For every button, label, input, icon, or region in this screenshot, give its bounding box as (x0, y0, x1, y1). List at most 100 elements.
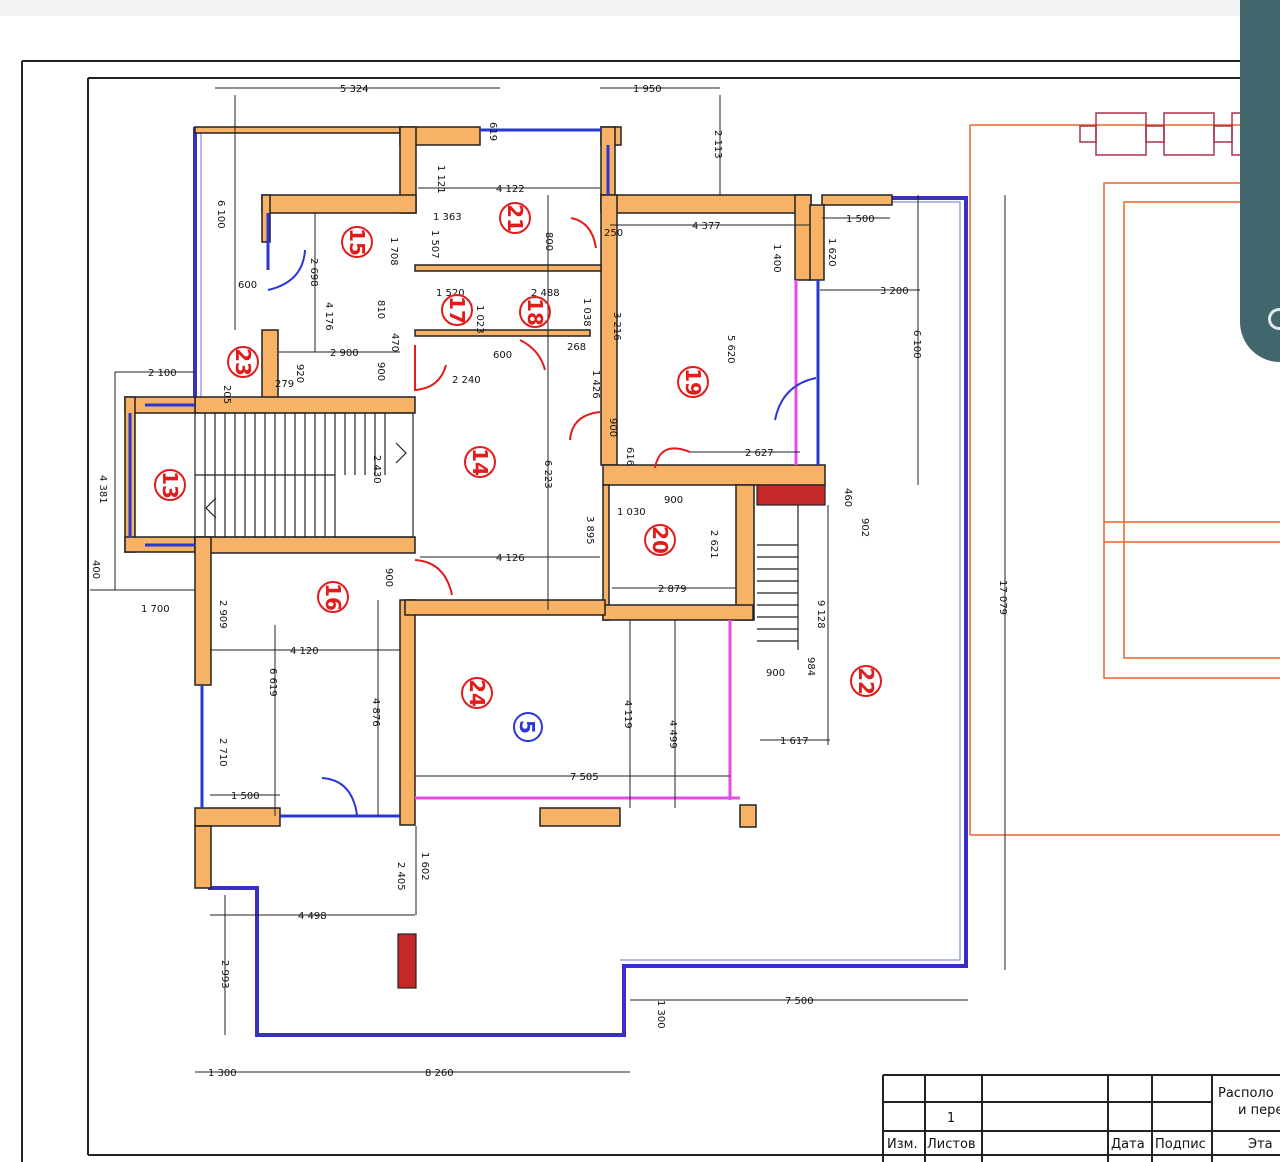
dim-1708: 1 708 (388, 237, 399, 266)
dim-3216: 3 216 (611, 312, 622, 341)
label-etaz: Эта (1248, 1137, 1273, 1152)
refresh-icon[interactable] (1268, 308, 1280, 330)
dim-4176: 4 176 (323, 302, 334, 331)
dim-800: 800 (543, 232, 554, 251)
dim-205: 205 (221, 385, 232, 404)
blue-doors (267, 249, 817, 816)
dim-7505: 7 505 (570, 772, 599, 783)
doors (414, 217, 691, 596)
walls (124, 126, 893, 889)
dim-619: 619 (487, 122, 498, 141)
dim-4499: 4 499 (667, 720, 678, 749)
dim-17079: 17 079 (997, 580, 1008, 615)
dim-984: 984 (805, 657, 816, 676)
dim-2405: 2 405 (395, 862, 406, 891)
dim-1426: 1 426 (590, 370, 601, 399)
dim-1500a: 1 500 (846, 214, 875, 225)
room-23: 23 (231, 348, 255, 376)
dim-279: 279 (275, 379, 294, 390)
room-15: 15 (345, 228, 369, 256)
label-izm: Изм. (887, 1137, 918, 1152)
dim-900d: 900 (383, 568, 394, 587)
dim-5324: 5 324 (340, 84, 369, 95)
dim-1030: 1 030 (617, 507, 646, 518)
dim-6100b: 6 100 (911, 330, 922, 359)
dim-1950: 1 950 (633, 84, 662, 95)
dim-3200: 3 200 (880, 286, 909, 297)
dim-1507: 1 507 (429, 230, 440, 259)
dim-2240: 2 240 (452, 375, 481, 386)
dim-2430: 2 430 (371, 455, 382, 484)
dim-1620: 1 620 (826, 238, 837, 267)
dim-900a: 900 (375, 362, 386, 381)
dim-900e: 900 (766, 668, 785, 679)
dim-6619: 6 619 (267, 668, 278, 697)
dim-1602: 1 602 (419, 852, 430, 881)
dim-268: 268 (567, 342, 586, 353)
sheet-frame (21, 60, 1280, 1162)
dim-1363: 1 363 (433, 212, 462, 223)
dim-250: 250 (604, 228, 623, 239)
label-listov: Листов (927, 1137, 976, 1152)
dim-6223: 6 223 (542, 460, 553, 489)
dim-1500b: 1 500 (231, 791, 260, 802)
dim-1700: 1 700 (141, 604, 170, 615)
dim-2909: 2 909 (217, 600, 228, 629)
dim-4120: 4 120 (290, 646, 319, 657)
room-17: 17 (445, 296, 469, 324)
windows (128, 128, 820, 818)
label-data: Дата (1111, 1137, 1145, 1152)
sheet-count: 1 (947, 1111, 955, 1126)
dim-2900: 2 900 (330, 348, 359, 359)
dim-1400: 1 400 (771, 244, 782, 273)
dim-920: 920 (294, 364, 305, 383)
room-24: 24 (465, 679, 489, 707)
side-overlay-panel[interactable] (1240, 0, 1280, 362)
dim-1023: 1 023 (474, 305, 485, 334)
room-19: 19 (681, 368, 705, 396)
dim-4498: 4 498 (298, 911, 327, 922)
label-podpis: Подпис (1155, 1137, 1206, 1152)
dim-900c: 900 (664, 495, 683, 506)
dim-9128: 9 128 (815, 600, 826, 629)
pink-lines (415, 280, 798, 800)
dim-2627: 2 627 (745, 448, 774, 459)
terrace-outline (193, 127, 968, 1037)
dim-2100: 2 100 (148, 368, 177, 379)
room-22: 22 (854, 667, 878, 695)
dim-2993: 2 993 (219, 960, 230, 989)
dim-2621: 2 621 (708, 530, 719, 559)
dim-8260: 8 260 (425, 1068, 454, 1079)
dim-1617: 1 617 (780, 736, 809, 747)
top-toolbar-strip (0, 0, 1280, 16)
marker-5: 5 (515, 720, 539, 734)
room-21: 21 (503, 204, 527, 232)
dim-400: 400 (90, 560, 101, 579)
dim-2710: 2 710 (217, 738, 228, 767)
dim-2113: 2 113 (712, 130, 723, 159)
room-14: 14 (468, 448, 492, 476)
dim-470: 470 (389, 333, 400, 352)
dim-600a: 600 (238, 280, 257, 291)
dim-5620: 5 620 (725, 335, 736, 364)
dim-1300b: 1 300 (208, 1068, 237, 1079)
room-18: 18 (523, 298, 547, 326)
dim-4122: 4 122 (496, 184, 525, 195)
dimension-lines (90, 87, 1006, 1073)
dim-4119: 4 119 (622, 700, 633, 729)
room-16: 16 (321, 583, 345, 611)
dim-4126: 4 126 (496, 553, 525, 564)
dim-4876: 4 876 (370, 698, 381, 727)
room-13: 13 (158, 471, 182, 499)
dim-460: 460 (842, 488, 853, 507)
dim-1038: 1 038 (581, 298, 592, 327)
stairs (194, 412, 826, 989)
dim-1300a: 1 300 (655, 1000, 666, 1029)
room-numbers (154, 202, 882, 709)
dim-6100: 6 100 (215, 200, 226, 229)
dim-900b: 900 (607, 418, 618, 437)
dim-2698: 2 698 (308, 258, 319, 287)
dim-1520: 1 520 (436, 288, 465, 299)
dim-4377: 4 377 (692, 221, 721, 232)
